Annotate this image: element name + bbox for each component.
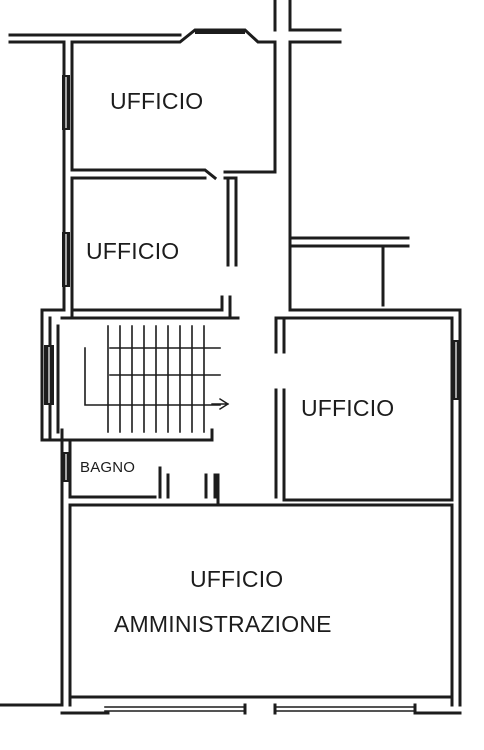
- stair-enclosure: [48, 316, 240, 442]
- exterior-box-right: [288, 236, 410, 307]
- admin-office-walls: [60, 503, 462, 715]
- room-label-admin-office-line2: AMMINISTRAZIONE: [114, 611, 332, 637]
- room-label-office-right: UFFICIO: [301, 395, 395, 421]
- room-label-admin-office-line1: UFFICIO: [190, 566, 284, 592]
- stair-steps: [84, 325, 221, 433]
- stair-arrow: [211, 398, 230, 410]
- room-label-bathroom: BAGNO: [80, 459, 136, 476]
- window-bottom-left: [104, 706, 246, 712]
- window-top: [195, 30, 245, 34]
- corridor-right-walls: [273, 0, 462, 707]
- exterior-wall-top: [8, 33, 182, 44]
- corridor-walls: [274, 316, 292, 499]
- exterior-wall-left: [0, 40, 66, 707]
- window-bottom-right: [274, 706, 416, 712]
- room-label-office-middle: UFFICIO: [86, 238, 180, 264]
- office-top-walls: [70, 28, 277, 181]
- office-middle-walls: [70, 176, 238, 320]
- room-label-office-top: UFFICIO: [110, 88, 204, 114]
